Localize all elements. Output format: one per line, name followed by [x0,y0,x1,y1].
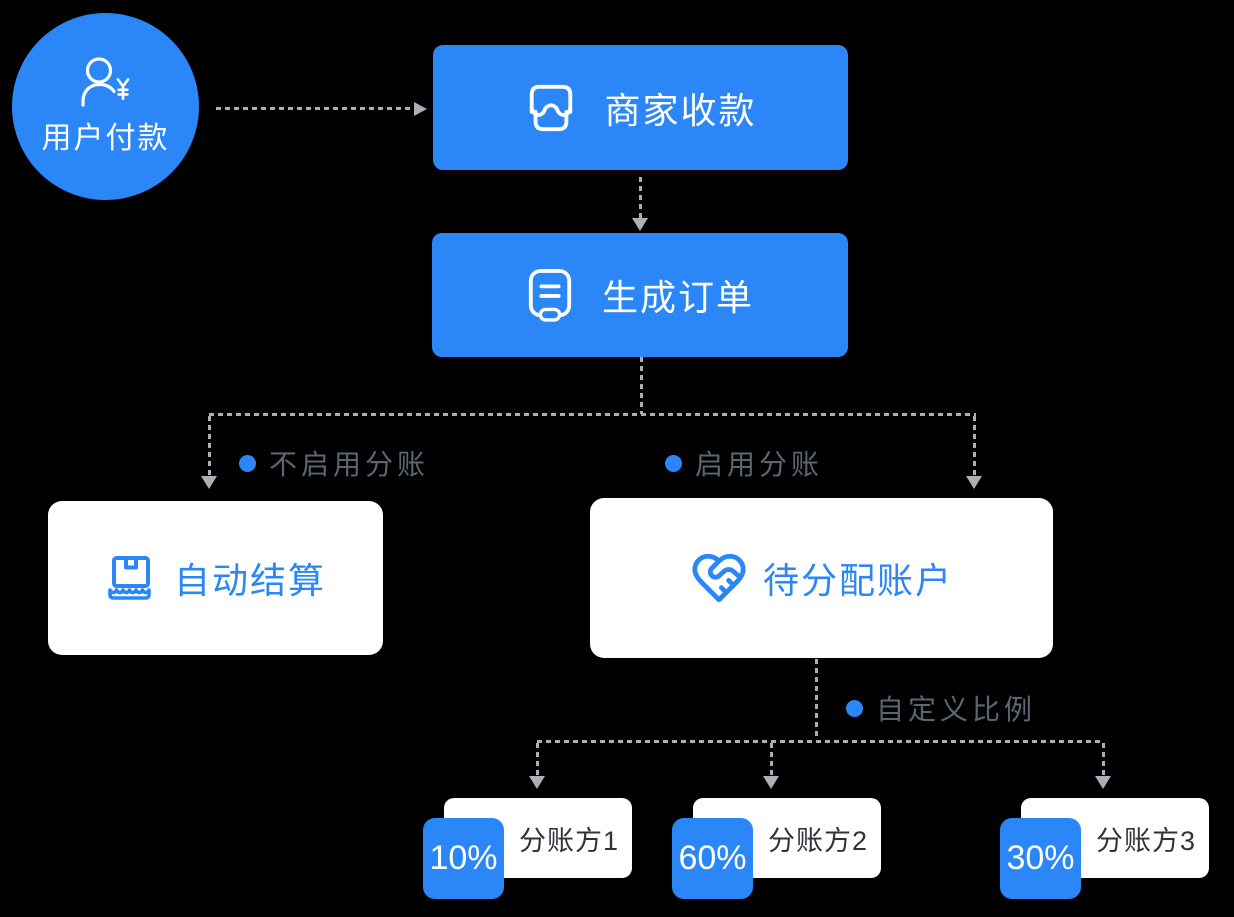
node-generate-order-label: 生成订单 [601,277,754,318]
connector-user-to-merchant [216,107,416,110]
receiver-percent: 60% [678,839,747,877]
order-list-icon [528,269,572,322]
storefront-icon [530,84,573,131]
receiver-name: 分账方3 [1095,825,1197,856]
connector-drop-split [973,416,976,476]
package-icon [108,556,151,600]
receiver-card-1: 分账方1 10% [423,798,635,899]
branch-label-custom-ratio: 自定义比例 [846,688,1036,728]
branch-label-split-text: 启用分账 [695,449,824,480]
arrowhead-down-icon [966,476,982,489]
node-merchant-receive-label: 商家收款 [604,89,757,131]
node-merchant-receive: 商家收款 [433,45,848,170]
receiver-card-2: 分账方2 60% [672,798,884,899]
branch-label-no-split: 不启用分账 [239,443,429,483]
node-pending-account: 待分配账户 [590,498,1053,658]
connector-pending-stem [815,659,818,740]
node-pending-account-label: 待分配账户 [762,560,953,601]
user-pay-icon [80,56,129,107]
receiver-percent-badge: 30% [1000,818,1081,899]
branch-label-no-split-text: 不启用分账 [269,449,430,480]
connector-drop-no-split [208,416,211,476]
receiver-percent: 30% [1006,839,1075,877]
arrowhead-down-icon [1095,776,1111,789]
connector-drop-receiver-2 [770,743,773,776]
receiver-card-3: 分账方3 30% [1000,798,1212,899]
bullet-dot-icon [665,454,682,472]
receiver-percent-badge: 10% [423,818,504,899]
receiver-percent-badge: 60% [672,818,753,899]
node-generate-order: 生成订单 [432,233,848,357]
connector-drop-receiver-1 [536,743,539,776]
arrowhead-down-icon [201,476,217,489]
arrowhead-down-icon [529,776,545,789]
receiver-name: 分账方2 [767,825,869,856]
arrowhead-down-icon [632,218,648,231]
branch-label-custom-ratio-text: 自定义比例 [876,694,1037,725]
connector-merchant-to-order [639,177,642,219]
arrowhead-right-icon [414,102,427,116]
connector-ratio-bar [537,740,1104,743]
node-auto-settle-label: 自动结算 [173,560,326,601]
arrowhead-down-icon [763,776,779,789]
branch-label-split: 启用分账 [665,443,823,483]
node-user-payment: 用户付款 [12,13,199,200]
receiver-name: 分账方1 [518,825,620,856]
bullet-dot-icon [239,454,256,472]
bullet-dot-icon [846,699,863,717]
connector-drop-receiver-3 [1102,743,1105,776]
connector-order-stem [640,357,643,414]
heart-handshake-icon [692,553,746,603]
node-user-payment-label: 用户付款 [41,121,170,155]
connector-branch-bar [209,413,976,416]
node-auto-settle: 自动结算 [48,501,383,655]
receiver-percent: 10% [429,839,498,877]
